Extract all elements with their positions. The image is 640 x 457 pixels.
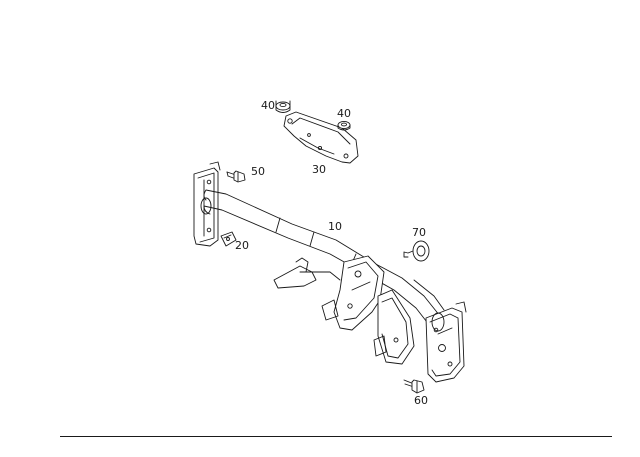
callout-60: 60 — [414, 394, 428, 407]
part-10-crossmember — [193, 161, 467, 383]
part-40-grommet-left — [275, 100, 291, 113]
bottom-divider — [60, 436, 612, 437]
callout-10: 10 — [328, 220, 342, 233]
part-30-bracket — [283, 111, 359, 164]
callout-40-left: 40 — [261, 99, 275, 112]
callout-70: 70 — [412, 226, 426, 239]
callout-40-right: 40 — [337, 107, 351, 120]
part-40-grommet-right — [337, 120, 351, 131]
callout-20: 20 — [235, 239, 249, 252]
part-20-clip — [220, 231, 237, 247]
part-70-plug — [403, 240, 430, 262]
part-60-bolt — [403, 379, 425, 394]
callout-50: 50 — [251, 165, 265, 178]
callout-30: 30 — [312, 163, 326, 176]
part-50-bolt — [226, 170, 246, 183]
